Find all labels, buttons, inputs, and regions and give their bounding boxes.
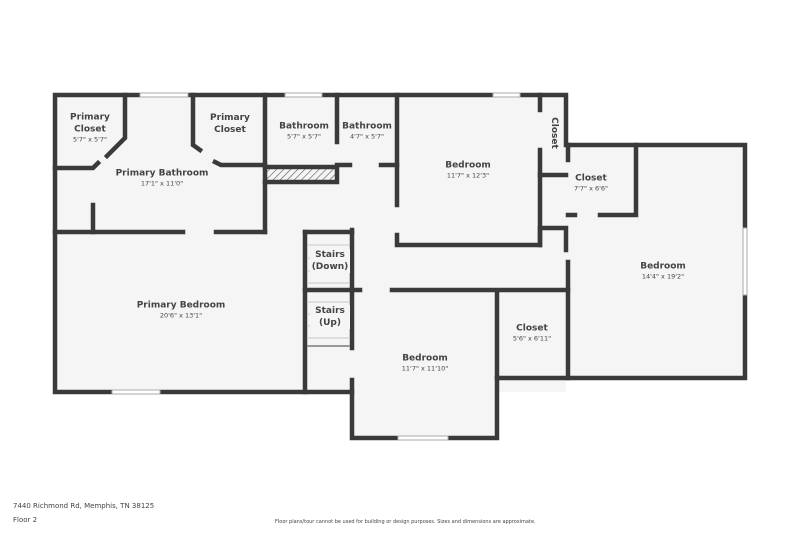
hatched-area <box>267 167 335 180</box>
stairs-down[interactable]: Stairs (Down) <box>310 249 350 273</box>
room-bedroom-top: Bedroom 11'7" x 12'3" <box>445 160 491 181</box>
room-dims: 20'6" x 13'1" <box>159 311 203 320</box>
room-bedroom-bottom: Bedroom 11'7" x 11'10" <box>402 353 448 374</box>
room-closet-narrow: Closet <box>548 117 560 149</box>
room-name: Primary Bathroom <box>115 168 209 179</box>
room-dims: 5'7" x 5'7" <box>286 132 322 141</box>
room-primary-bathroom: Primary Bathroom 17'1" x 11'0" <box>116 168 209 189</box>
address: 7440 Richmond Rd, Memphis, TN 38125 <box>13 502 155 510</box>
room-dims: 17'1" x 11'0" <box>140 179 184 188</box>
stairs-up[interactable]: Stairs (Up) <box>310 305 350 329</box>
room-dims: 11'7" x 11'10" <box>401 364 449 373</box>
room-name: Primary Closet <box>210 113 250 135</box>
walls <box>52 92 748 441</box>
room-bedroom-right: Bedroom 14'4" x 19'2" <box>640 261 686 282</box>
room-dims: 7'7" x 6'6" <box>573 184 609 193</box>
room-dims: 5'6" x 6'11" <box>512 334 552 343</box>
room-dims: 4'7" x 5'7" <box>349 132 385 141</box>
room-bathroom-1: Bathroom 5'7" x 5'7" <box>279 121 329 142</box>
room-dims: 14'4" x 19'2" <box>641 272 685 281</box>
room-closet-5x6: Closet 5'6" x 6'11" <box>513 323 551 344</box>
room-name: Bedroom <box>402 353 448 364</box>
room-name: Bedroom <box>445 160 491 171</box>
room-name: Bedroom <box>640 261 686 272</box>
room-name: Bathroom <box>279 121 329 132</box>
room-name: Closet <box>575 173 607 184</box>
disclaimer: Floor plans/tour cannot be used for buil… <box>275 519 536 525</box>
room-name: Closet <box>516 323 548 334</box>
room-closet-7x6: Closet 7'7" x 6'6" <box>574 173 608 194</box>
room-dims: 11'7" x 12'3" <box>446 171 490 180</box>
windows <box>111 92 748 441</box>
room-name: Closet <box>549 117 559 149</box>
room-primary-closet-left: Primary Closet 5'7" x 5'7" <box>60 112 120 145</box>
room-name: Primary Bedroom <box>136 300 226 311</box>
room-bathroom-2: Bathroom 4'7" x 5'7" <box>342 121 392 142</box>
room-primary-closet-right: Primary Closet <box>200 112 260 136</box>
room-primary-bedroom: Primary Bedroom 20'6" x 13'1" <box>137 300 226 321</box>
room-name: Bathroom <box>342 121 392 132</box>
room-dims: 5'7" x 5'7" <box>72 135 108 144</box>
floor-label: Floor 2 <box>13 516 38 524</box>
room-name: Stairs (Down) <box>310 249 350 273</box>
room-name: Primary Closet <box>70 112 110 135</box>
room-name: Stairs (Up) <box>310 305 350 329</box>
